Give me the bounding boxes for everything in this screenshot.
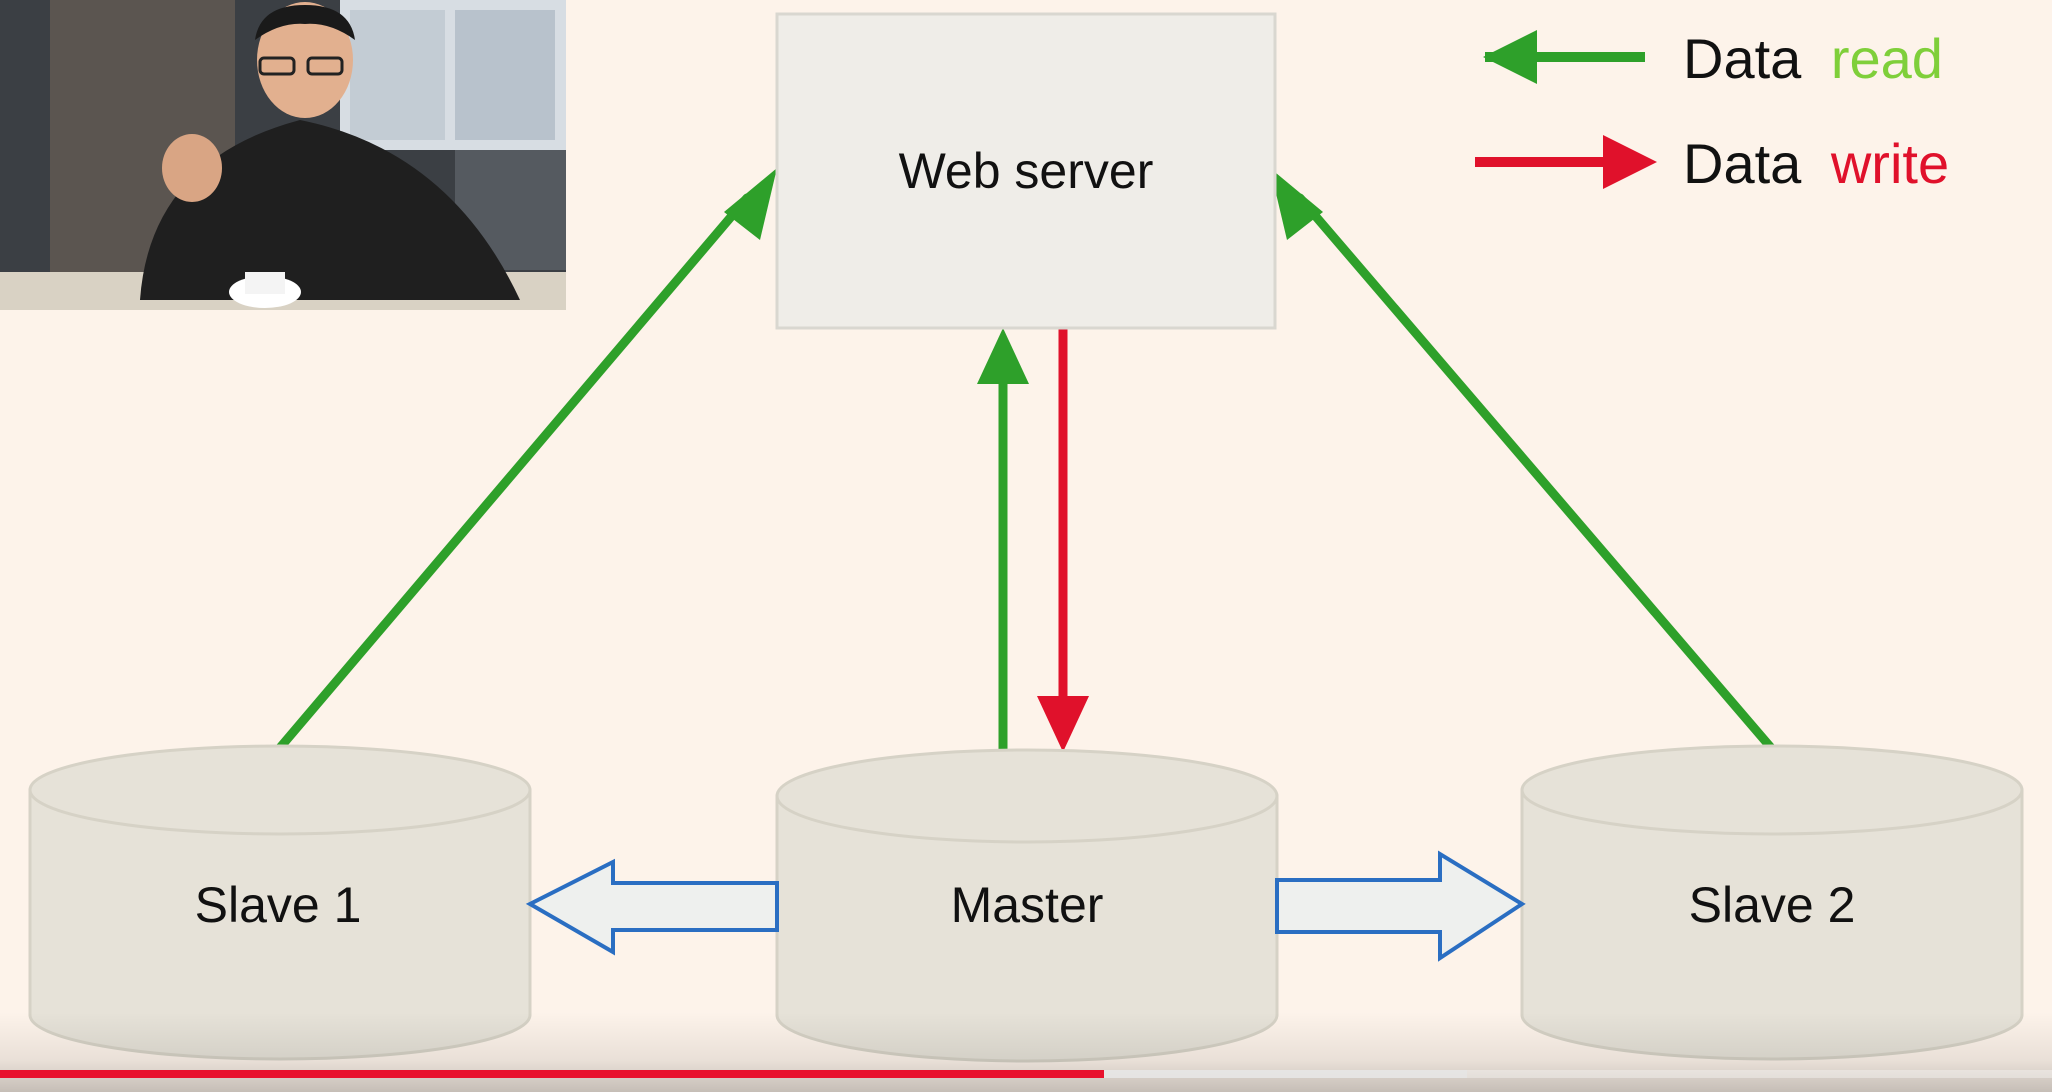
read-arrow-slave1-head	[724, 168, 777, 240]
legend-write-arrow-head	[1603, 135, 1657, 189]
legend-read-prefix: Data	[1683, 27, 1802, 90]
legend-write-label: Data write	[1683, 132, 1949, 195]
read-arrow-slave2-to-web	[1295, 193, 1778, 755]
read-arrow-slave1-to-web	[273, 193, 752, 755]
master-cylinder	[775, 748, 1279, 1063]
web-server-label: Web server	[899, 143, 1154, 199]
read-arrow-master-head	[977, 328, 1029, 384]
webcam-video	[0, 0, 566, 310]
legend-write-prefix: Data	[1683, 132, 1802, 195]
video-played-bar	[0, 1070, 1104, 1078]
web-server-box	[775, 12, 1277, 330]
legend-read-arrow-head	[1483, 30, 1537, 84]
slave2-cylinder	[1520, 744, 2024, 1061]
replication-arrow-master-to-slave2	[1275, 850, 1526, 962]
legend-read-label: Data read	[1683, 27, 1943, 90]
read-arrow-slave2-head	[1270, 168, 1323, 240]
slave1-label: Slave 1	[195, 877, 362, 933]
write-arrow-head	[1037, 696, 1089, 752]
legend-write-word: write	[1830, 132, 1949, 195]
legend: Data read Data write	[1475, 27, 1949, 195]
legend-read-word: read	[1831, 27, 1943, 90]
video-progress-bar[interactable]	[0, 1070, 2052, 1078]
replication-arrow-master-to-slave1	[525, 858, 779, 956]
master-label: Master	[951, 877, 1104, 933]
slave2-label: Slave 2	[1689, 877, 1856, 933]
slave1-cylinder	[28, 744, 532, 1061]
